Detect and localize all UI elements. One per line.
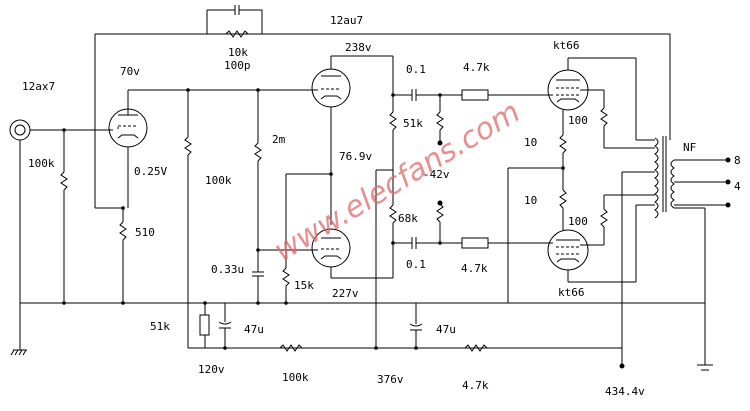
label-r-47k-bot: 4.7k — [461, 262, 488, 275]
cathode-resistor-15k — [282, 267, 290, 287]
label-c-01-top: 0.1 — [406, 63, 426, 76]
bias-node-top — [437, 140, 443, 146]
label-nf: NF — [683, 141, 696, 154]
output-tube-bottom — [547, 229, 589, 271]
label-r-grid: 100k — [28, 157, 55, 170]
label-tap-4: 4 — [734, 180, 741, 193]
screen-resistor-bottom — [600, 208, 608, 228]
b-plus-node — [619, 363, 625, 369]
label-feedback-r: 10k — [228, 46, 248, 59]
label-r-51k-supply: 51k — [150, 320, 170, 333]
cathode-resistor-10-top — [559, 134, 567, 154]
label-r-47k-top: 4.7k — [463, 61, 490, 74]
output-4-ohm-terminal — [725, 179, 731, 185]
feedback-resistor — [225, 30, 249, 38]
label-v-driver-mid: 76.9v — [339, 150, 372, 163]
label-c-033u: 0.33u — [211, 263, 244, 276]
label-v-input-cathode: 0.25V — [134, 165, 167, 178]
label-r-plate-load: 100k — [205, 174, 232, 187]
label-r-100-top: 100 — [568, 114, 588, 127]
label-v-driver-bot: 227v — [332, 287, 359, 300]
supply-resistor-51k — [199, 314, 210, 336]
label-v-376: 376v — [377, 373, 404, 386]
label-tube-driver: 12au7 — [330, 14, 363, 27]
grid-resistor-2m — [254, 142, 262, 162]
label-v-434: 434.4v — [605, 385, 645, 398]
label-tube-out-bot: kt66 — [558, 286, 585, 299]
label-c-47u-right: 47u — [436, 323, 456, 336]
splitter-resistor-68k — [389, 204, 397, 224]
label-r-15k: 15k — [294, 279, 314, 292]
label-tube-input: 12ax7 — [22, 80, 55, 93]
label-v-120: 120v — [198, 363, 225, 376]
output-8-ohm-terminal — [725, 157, 731, 163]
screen-resistor-top — [600, 107, 608, 127]
plate-load-resistor — [184, 136, 192, 156]
grid-stopper-bottom — [461, 237, 489, 249]
label-r-47k-supply: 4.7k — [462, 379, 489, 392]
label-feedback-c: 100p — [224, 59, 251, 72]
cathode-resistor-510 — [119, 221, 127, 241]
grid-stopper-top — [461, 89, 489, 101]
splitter-resistor-51k — [389, 111, 397, 131]
label-v-input-plate: 70v — [120, 65, 140, 78]
input-jack — [9, 119, 31, 141]
label-v-bias: -42v — [423, 168, 450, 181]
label-c-47u-left: 47u — [244, 323, 264, 336]
label-r-51k-split: 51k — [403, 117, 423, 130]
label-tube-out-top: kt66 — [553, 39, 580, 52]
label-r-2m: 2m — [272, 133, 286, 146]
label-r-cathode-input: 510 — [135, 226, 155, 239]
label-r-10-bot: 10 — [524, 194, 537, 207]
supply-resistor-100k — [279, 344, 303, 352]
label-r-10-top: 10 — [524, 136, 537, 149]
label-c-01-bot: 0.1 — [406, 258, 426, 271]
supply-resistor-4-7k — [464, 344, 488, 352]
label-v-driver-top: 238v — [345, 41, 372, 54]
output-transformer — [654, 136, 675, 219]
label-tap-8: 8 — [734, 154, 741, 167]
label-r-100-bot: 100 — [568, 215, 588, 228]
cathode-resistor-10-bottom — [559, 189, 567, 209]
output-common-terminal — [725, 202, 731, 208]
bias-node-bottom — [437, 200, 443, 206]
driver-tube-top — [311, 68, 351, 108]
label-r-68k-split: 68k — [398, 212, 418, 225]
grid-resistor — [60, 171, 68, 191]
label-r-100k-supply: 100k — [282, 371, 309, 384]
